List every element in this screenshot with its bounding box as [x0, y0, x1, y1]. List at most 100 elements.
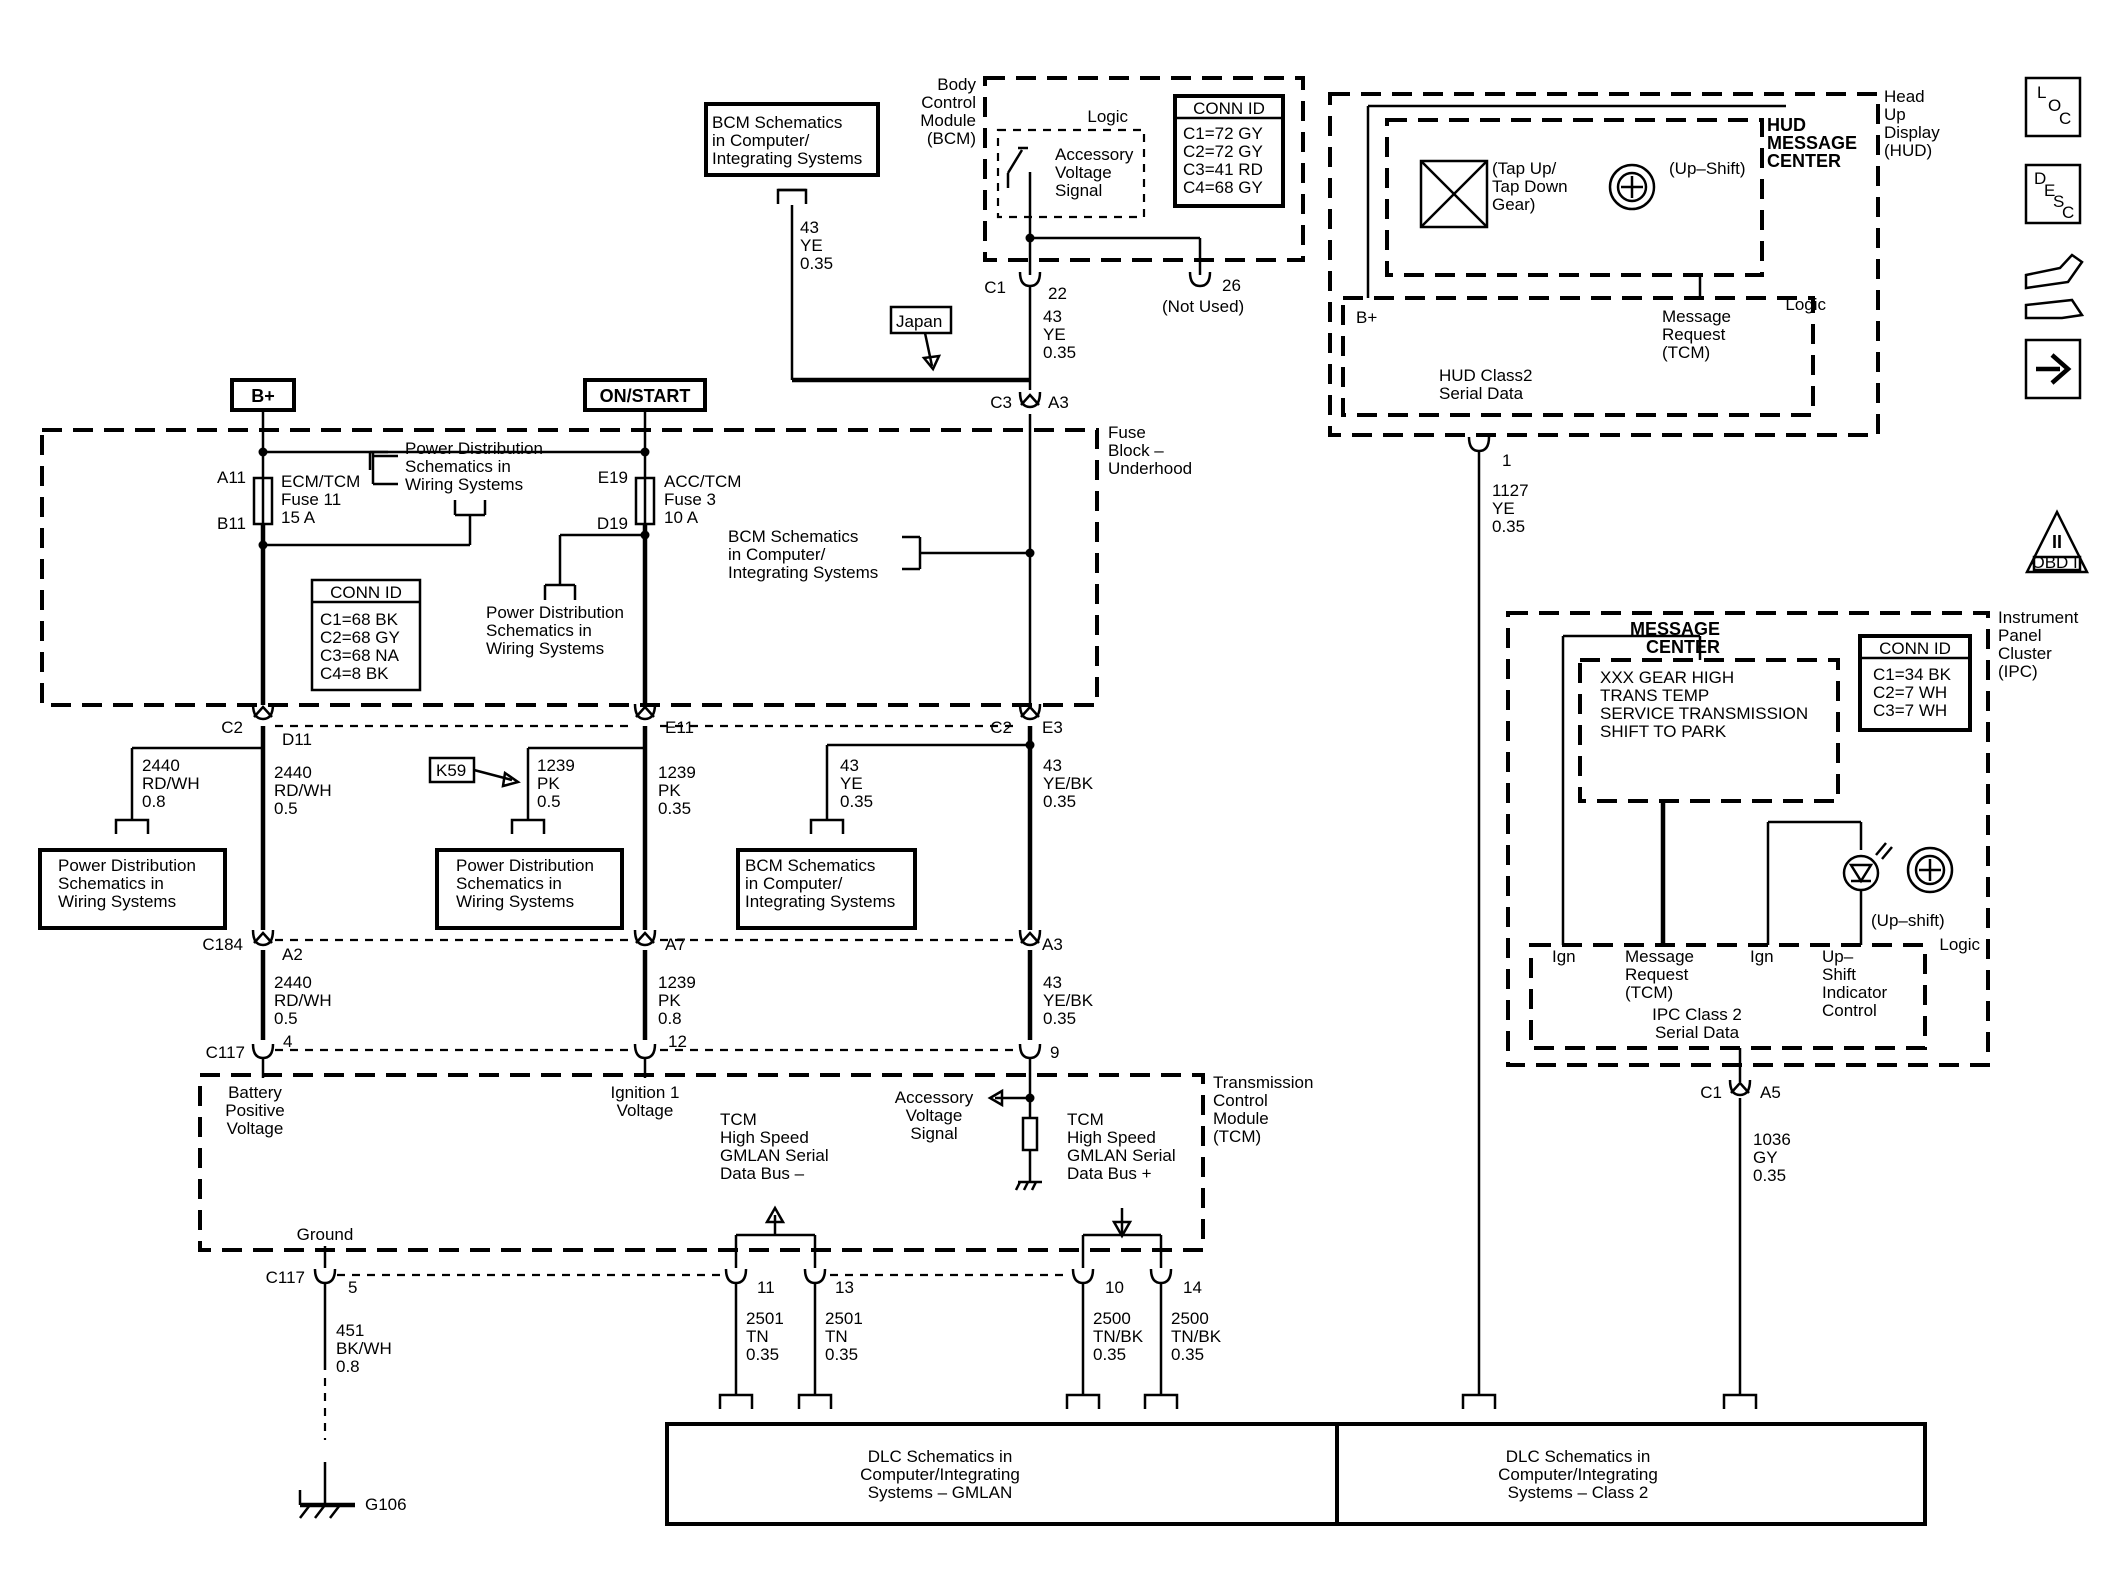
wire-pd-left-label-line: RD/WH — [142, 774, 200, 793]
a3-c184-label: A3 — [1042, 935, 1063, 954]
tcm-gmlan-minus-label-line: TCM — [720, 1110, 757, 1129]
connector-male — [635, 931, 655, 944]
fuse-bcm-ref-label-line: BCM Schematics — [728, 527, 858, 546]
ipc-upshift-ctrl-label-line: Shift — [1822, 965, 1856, 984]
hud-msg-req-label-line: Message — [1662, 307, 1731, 326]
pd-mid-label-line: Wiring Systems — [456, 892, 574, 911]
ipc-title-line: (IPC) — [1998, 662, 2038, 681]
hud-message-center-label-line: HUD — [1767, 115, 1806, 135]
wire-k59-label-line: PK — [537, 774, 560, 793]
tcm-title-line: (TCM) — [1213, 1127, 1261, 1146]
loc-letter: O — [2048, 96, 2061, 115]
obd-icon-text: II — [2052, 532, 2062, 552]
wire-bcm-mid-label-line: YE — [840, 774, 863, 793]
bcm-signal-label-line: Accessory — [1055, 145, 1134, 164]
wire-k59-label-line: 1239 — [537, 756, 575, 775]
loc-icon — [2024, 76, 2082, 138]
connector-terminal — [1018, 1043, 1042, 1060]
wire-w11-label-line: 2501 — [746, 1309, 784, 1328]
fuse-block — [40, 428, 1099, 707]
hud-upshift-gear-icon — [1616, 171, 1648, 203]
wire-a2-label-line: 0.5 — [274, 1009, 298, 1028]
bcm-module — [983, 76, 1305, 262]
splice-dot — [1025, 1093, 1035, 1103]
bcm-title-line: (BCM) — [927, 129, 976, 148]
connector-female — [251, 703, 275, 721]
tcm-title-line: Module — [1213, 1109, 1269, 1128]
fuse-bcm-ref-label-line: in Computer/ — [728, 545, 826, 564]
tcm-acc-label-line: Signal — [910, 1124, 957, 1143]
pd-left-label-line: Wiring Systems — [58, 892, 176, 911]
connector-female — [1728, 1079, 1752, 1097]
ipc-conn-id — [1858, 634, 1972, 732]
japan-arrow — [923, 332, 934, 367]
bcm-signal-label-line: Signal — [1055, 181, 1102, 200]
hud-class2-label-line: HUD Class2 — [1439, 366, 1533, 385]
bcm-conn-rows-line: C2=72 GY — [1183, 142, 1263, 161]
connector-terminal — [803, 1268, 827, 1285]
ipc-ign1-label: Ign — [1552, 947, 1576, 966]
hud-x-icon — [1420, 160, 1488, 228]
wire-w10-label-line: 2500 — [1093, 1309, 1131, 1328]
fuse-conn-rows-line: C3=68 NA — [320, 646, 400, 665]
wire-e3-label-line: 43 — [1043, 756, 1062, 775]
hud-tap-label-line: Tap Down — [1492, 177, 1568, 196]
wire-1127-label-line: YE — [1492, 499, 1515, 518]
fuse-bcm-ref-label-line: Integrating Systems — [728, 563, 878, 582]
ground-symbol — [1022, 1181, 1030, 1191]
ipc-title-line: Instrument — [1998, 608, 2079, 627]
fuse1-top-pin: A11 — [217, 468, 246, 487]
dlc-gmlan-label-line: Systems – GMLAN — [868, 1483, 1013, 1502]
desc-letter: C — [2062, 203, 2074, 222]
bcm-wire-label-line: 43 — [1043, 307, 1062, 326]
wire-w13-label-line: 2501 — [825, 1309, 863, 1328]
desc-letter: E — [2044, 181, 2055, 200]
bcm-pin22: 22 — [1048, 284, 1067, 303]
hud-upshift-gear-icon — [1608, 163, 1656, 211]
bplus-label: B+ — [251, 386, 275, 406]
wire-w14-label-line: 2500 — [1171, 1309, 1209, 1328]
ipc-messages-label-line: XXX GEAR HIGH — [1600, 668, 1734, 687]
pd-left-label-line: Power Distribution — [58, 856, 196, 875]
bcm-mid-box — [736, 848, 917, 930]
fuse-conn-id — [310, 578, 422, 692]
splice-dot — [258, 447, 268, 457]
ipc-logic-label: Logic — [1939, 935, 1980, 954]
ipc-upshift-ctrl-label-line: Control — [1822, 1001, 1877, 1020]
dlc-gmlan-box — [665, 1422, 1339, 1526]
loc-letter: C — [2059, 109, 2071, 128]
connector-male — [1020, 393, 1040, 406]
tcm-batt-label-line: Voltage — [227, 1119, 284, 1138]
c2-right-label: C2 — [990, 718, 1012, 737]
bcm-ref-top-label-line: Integrating Systems — [712, 149, 862, 168]
wire-a7-label-line: PK — [658, 991, 681, 1010]
tcm-acc-label-line: Voltage — [906, 1106, 963, 1125]
hud-title-line: Up — [1884, 105, 1906, 124]
obd-badge — [2032, 555, 2082, 572]
bcm-title-line: Control — [921, 93, 976, 112]
ipc-upshift-gear-icon — [1906, 846, 1954, 894]
connector-terminal — [313, 1268, 337, 1285]
pulldown-resistor — [1021, 1116, 1039, 1152]
wire-43-ye-label-line: 0.35 — [800, 254, 833, 273]
bcm-ref-top-label-line: in Computer/ — [712, 131, 810, 150]
tcm-gmlan-minus-label-line: GMLAN Serial — [720, 1146, 829, 1165]
